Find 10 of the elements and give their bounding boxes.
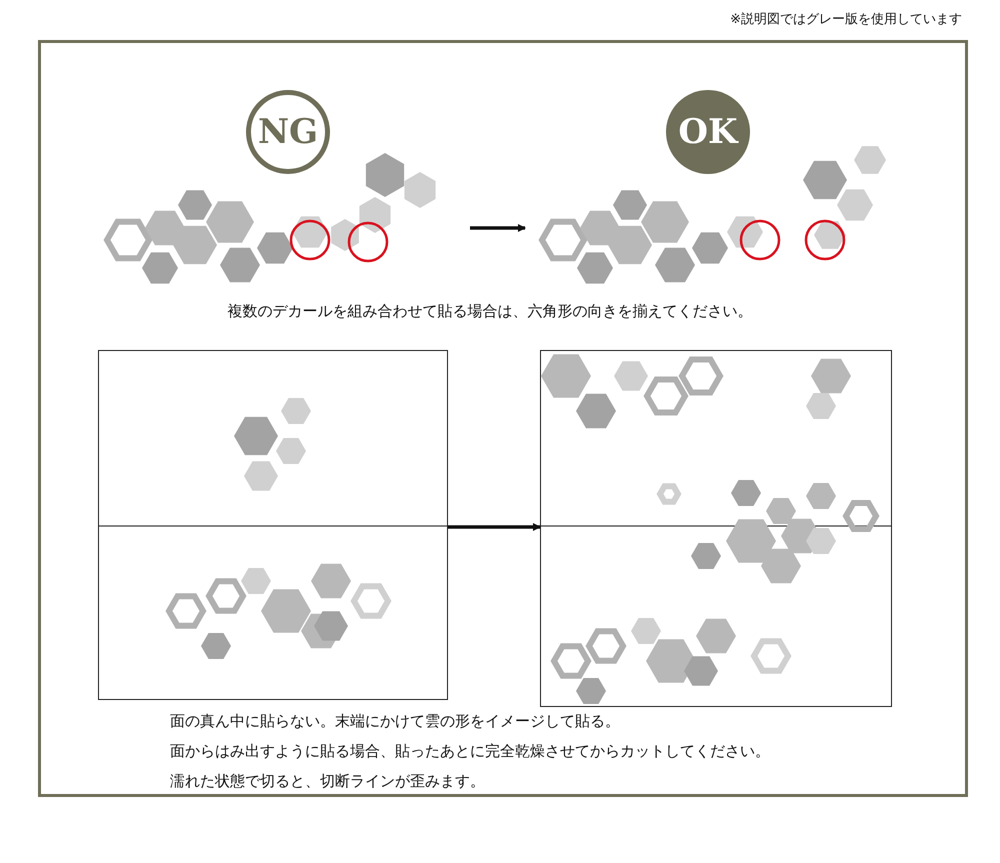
ok-badge: OK xyxy=(666,90,750,174)
instruction-text: 面からはみ出すように貼る場合、貼ったあとに完全乾燥させてからカットしてください。 xyxy=(170,742,770,761)
ng-badge: NG xyxy=(246,90,330,174)
note-text: ※説明図ではグレー版を使用しています xyxy=(730,11,962,28)
instruction-text: 複数のデカールを組み合わせて貼る場合は、六角形の向きを揃えてください。 xyxy=(228,302,752,321)
arrow xyxy=(448,523,541,531)
arrow xyxy=(470,224,526,232)
instruction-text: 濡れた状態で切ると、切断ラインが歪みます。 xyxy=(170,772,485,791)
instruction-text: 面の真ん中に貼らない。末端にかけて雲の形をイメージして貼る。 xyxy=(170,712,620,731)
surface-panel xyxy=(98,350,448,700)
